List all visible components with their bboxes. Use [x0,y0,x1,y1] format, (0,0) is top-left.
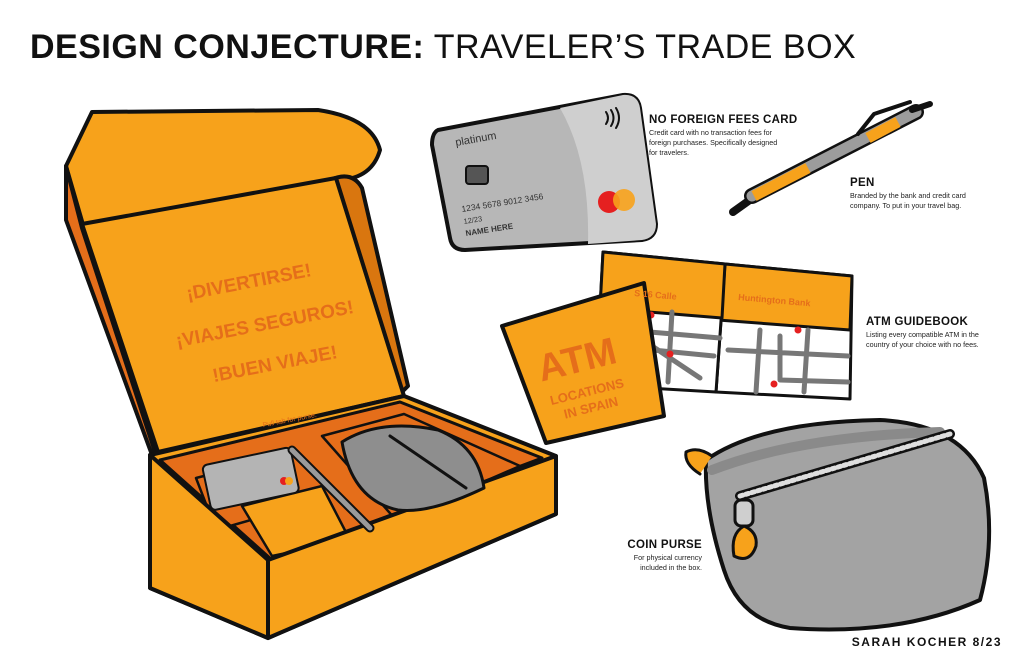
page-title: DESIGN CONJECTURE: TRAVELER’S TRADE BOX [30,28,856,67]
coin-purse [684,418,992,632]
title-bold: DESIGN CONJECTURE: [30,28,425,66]
trade-box [64,108,558,640]
title-light: TRAVELER’S TRADE BOX [433,28,857,66]
card-label-desc: Credit card with no transaction fees for… [649,128,778,157]
guidebook-label-title: ATM GUIDEBOOK [866,316,969,328]
credit-card [430,92,658,252]
signature: SARAH KOCHER 8/23 [851,635,1002,649]
guide-page-left: S 16 Calle [634,288,677,302]
atm-guidebook [500,250,854,445]
card-expiry: 12/23 [463,214,483,226]
pen-label-title: PEN [850,177,875,189]
card-label-title: NO FOREIGN FEES CARD [649,114,798,126]
purse-label-title: COIN PURSE [627,539,702,551]
pen [729,100,933,216]
card-label: NO FOREIGN FEES CARD Credit card with no… [649,114,797,158]
guidebook-label: ATM GUIDEBOOK Listing every compatible A… [866,316,979,350]
